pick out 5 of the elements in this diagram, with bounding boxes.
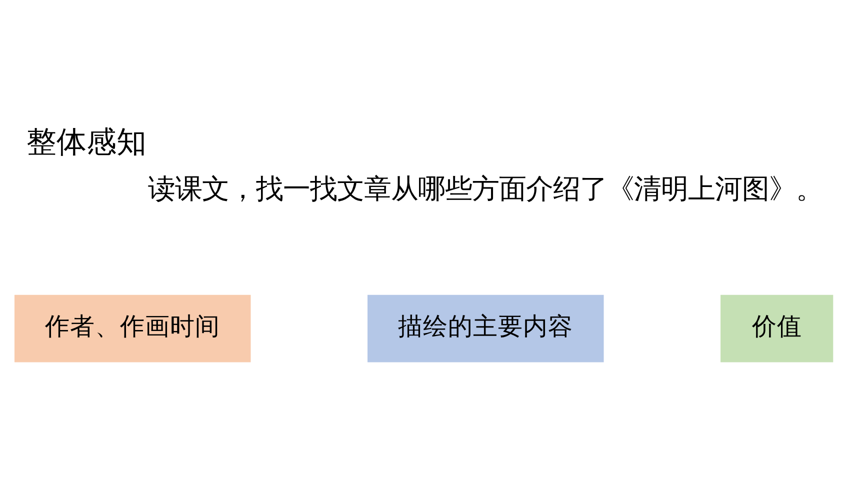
label: 读课文，找一找文章从哪些方面介绍了《清明上河图》。 bbox=[148, 174, 824, 206]
node-box: 价值 bbox=[720, 294, 834, 362]
node-box: 作者、作画时间 bbox=[14, 294, 251, 362]
diagram-title: 整体感知 bbox=[26, 125, 147, 160]
node-box: 描绘的主要内容 bbox=[368, 294, 604, 362]
